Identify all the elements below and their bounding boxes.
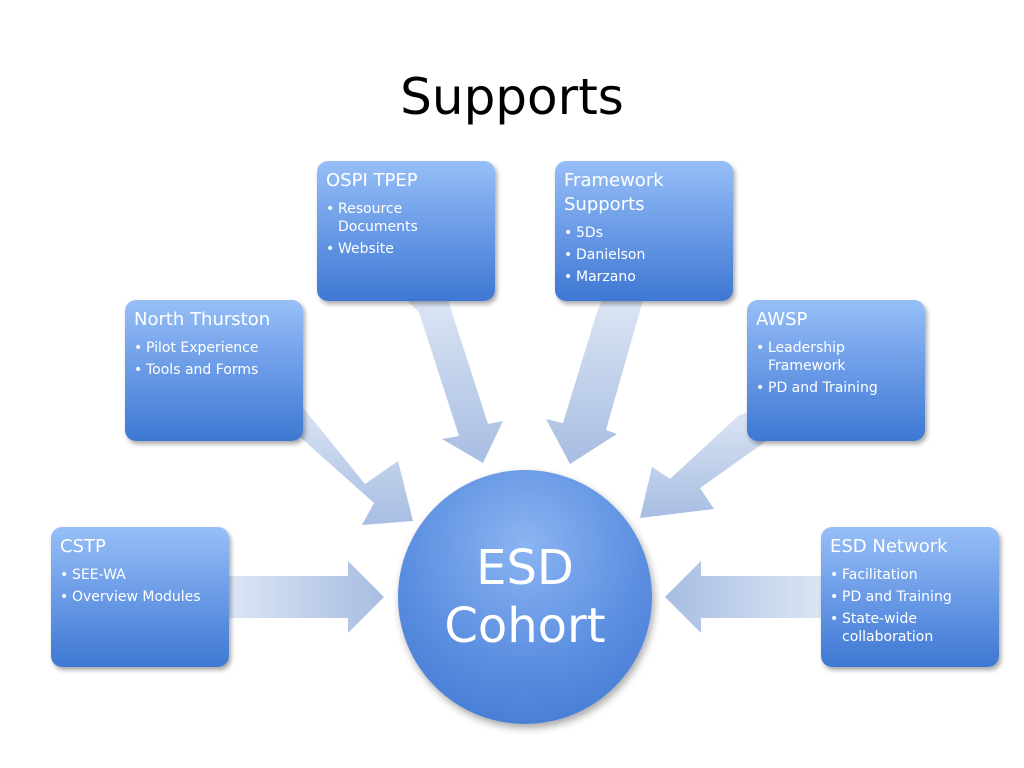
arrow-framework-to-center bbox=[546, 300, 643, 464]
node-heading: North Thurston bbox=[134, 309, 271, 330]
node-framework-supports: Framework Supports 5Ds Danielson Marzano bbox=[555, 161, 733, 301]
node-item-list: Leadership Framework PD and Training bbox=[756, 339, 916, 397]
node-list-item: Tools and Forms bbox=[134, 361, 294, 379]
node-heading: OSPI TPEP bbox=[326, 170, 418, 191]
node-item-list: Resource Documents Website bbox=[326, 200, 486, 258]
arrow-ospi-to-center bbox=[406, 300, 503, 463]
node-list-item: Marzano bbox=[564, 268, 724, 286]
arrow-cstp-to-center bbox=[229, 561, 384, 633]
node-ospi-tpep: OSPI TPEP Resource Documents Website bbox=[317, 161, 495, 301]
node-list-item: PD and Training bbox=[830, 588, 990, 606]
node-esd-network: ESD Network Facilitation PD and Training… bbox=[821, 527, 999, 667]
node-list-item: PD and Training bbox=[756, 379, 916, 397]
node-item-list: 5Ds Danielson Marzano bbox=[564, 224, 724, 286]
node-list-item: Facilitation bbox=[830, 566, 990, 584]
node-awsp: AWSP Leadership Framework PD and Trainin… bbox=[747, 300, 925, 441]
node-list-item: SEE-WA bbox=[60, 566, 220, 584]
node-heading: ESD Network bbox=[830, 536, 948, 557]
node-list-item: 5Ds bbox=[564, 224, 724, 242]
node-heading: CSTP bbox=[60, 536, 106, 557]
node-cstp: CSTP SEE-WA Overview Modules bbox=[51, 527, 229, 667]
node-list-item: Resource Documents bbox=[326, 200, 486, 236]
node-north-thurston: North Thurston Pilot Experience Tools an… bbox=[125, 300, 303, 441]
center-hub-label: ESD Cohort bbox=[444, 540, 606, 654]
node-heading: AWSP bbox=[756, 309, 808, 330]
node-list-item: Danielson bbox=[564, 246, 724, 264]
center-hub-circle: ESD Cohort bbox=[398, 470, 652, 724]
node-heading: Framework Supports bbox=[564, 170, 664, 215]
node-list-item: Overview Modules bbox=[60, 588, 220, 606]
node-list-item: State-wide collaboration bbox=[830, 610, 990, 646]
node-item-list: Facilitation PD and Training State-wide … bbox=[830, 566, 990, 646]
arrow-awsp-to-center bbox=[640, 412, 779, 518]
node-list-item: Pilot Experience bbox=[134, 339, 294, 357]
node-item-list: Pilot Experience Tools and Forms bbox=[134, 339, 294, 379]
slide-title: Supports bbox=[400, 68, 624, 126]
arrow-north-to-center bbox=[268, 404, 413, 525]
node-list-item: Website bbox=[326, 240, 486, 258]
node-item-list: SEE-WA Overview Modules bbox=[60, 566, 220, 606]
node-list-item: Leadership Framework bbox=[756, 339, 916, 375]
arrow-esd-network-to-center bbox=[665, 561, 821, 633]
